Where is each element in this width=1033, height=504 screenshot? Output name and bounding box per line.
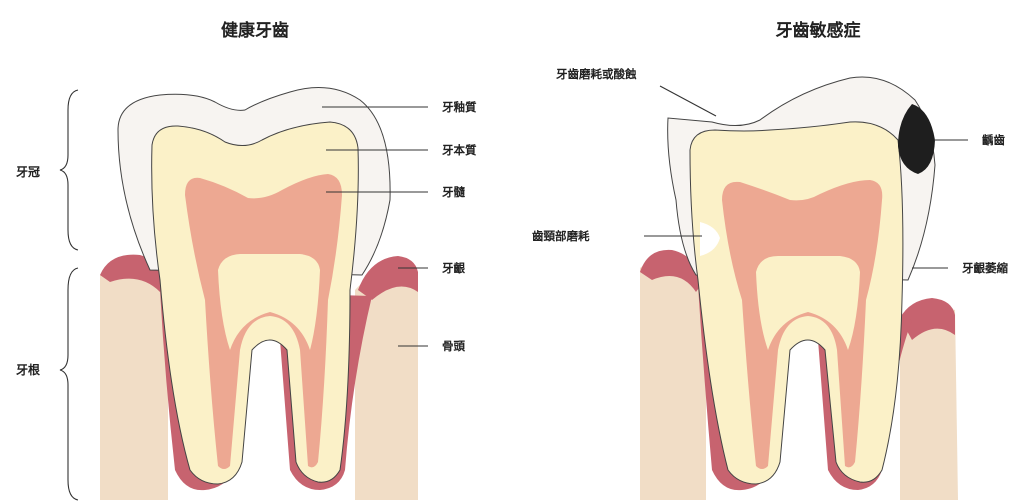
healthy-tooth-panel: 牙冠 牙根 牙釉質 牙本質 牙髓 牙齦 骨頭 健康牙齒	[16, 20, 477, 500]
crown-bracket	[60, 90, 78, 250]
gum-label: 牙齦	[442, 261, 465, 275]
bone-label: 骨頭	[442, 339, 465, 353]
sensitive-bone	[640, 256, 706, 501]
sensitive-tooth-panel: 牙齒磨耗或酸蝕 齲齒 齒頸部磨耗 牙齦萎縮 牙齒敏感症	[532, 20, 1008, 500]
healthy-title: 健康牙齒	[221, 20, 289, 41]
crown-label: 牙冠	[16, 165, 40, 179]
sensitive-bone-right	[900, 306, 958, 501]
enamel-label: 牙釉質	[442, 100, 477, 114]
wear-label: 牙齒磨耗或酸蝕	[556, 67, 637, 81]
sensitive-title: 牙齒敏感症	[776, 20, 861, 41]
root-label: 牙根	[16, 362, 40, 377]
caries-label: 齲齒	[982, 133, 1005, 147]
pulp-label: 牙髓	[442, 185, 465, 199]
dentin-label: 牙本質	[442, 143, 477, 157]
root-bracket	[60, 268, 78, 500]
wear-leader	[660, 86, 716, 116]
cervical-label: 齒頸部磨耗	[532, 229, 590, 243]
healthy-bone	[100, 268, 168, 500]
recession-label: 牙齦萎縮	[962, 261, 1008, 275]
